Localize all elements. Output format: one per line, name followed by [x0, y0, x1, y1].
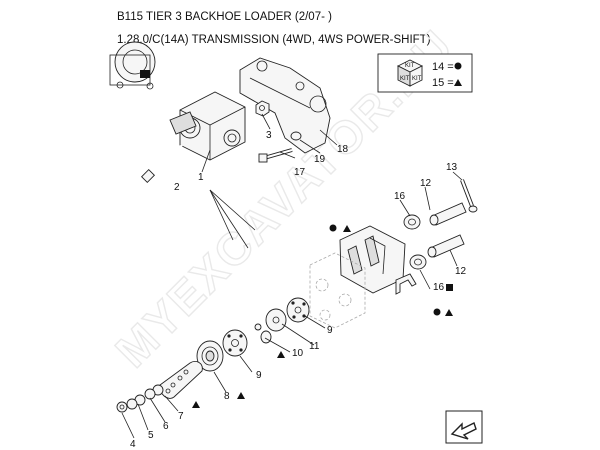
symbol-markers	[192, 224, 453, 408]
part-9-disc-upper	[286, 297, 310, 323]
part-16-bushing-lower	[409, 254, 427, 270]
callout-8: 8	[224, 391, 230, 402]
circle-marker-icon	[433, 308, 441, 316]
triangle-marker-icon	[343, 225, 351, 232]
part-9-disc-lower	[222, 329, 248, 357]
callout-11: 11	[309, 341, 320, 352]
part-8-drum	[196, 340, 224, 372]
triangle-marker-icon	[277, 351, 285, 358]
callout-labels: 1 2 3 4 5 6 7 8 9 9 10 11 12 12 13 16 16…	[130, 130, 467, 450]
housing-outline	[309, 252, 366, 329]
callout-12-lower: 12	[455, 266, 467, 277]
part-7-lever-plate	[159, 360, 203, 399]
callout-1: 1	[198, 172, 204, 183]
section-title: 1.28.0/C(14A) TRANSMISSION (4WD, 4WS POW…	[117, 34, 431, 46]
callout-13: 13	[446, 162, 458, 173]
part-10-spacer	[254, 323, 272, 344]
callout-16-lower: 16	[433, 282, 445, 293]
part-3-nut	[255, 100, 270, 117]
kit-row-15: 15 =	[432, 77, 454, 89]
kit-row-14: 14 =	[432, 61, 454, 73]
part-16-bushing-upper	[403, 214, 421, 230]
kit-legend-box: KIT KIT KIT 14 = 15 =	[377, 53, 473, 93]
callout-12-upper: 12	[420, 178, 432, 189]
part-18-bracket	[239, 57, 331, 154]
callout-9-lower: 9	[256, 370, 262, 381]
callout-3: 3	[266, 130, 272, 141]
part-4-washer	[116, 401, 128, 413]
catalog-title: B115 TIER 3 BACKHOE LOADER (2/07- )	[117, 11, 332, 23]
brake-pad-assembly	[339, 225, 406, 294]
triangle-marker-icon	[445, 309, 453, 316]
part-12-pin-lower	[427, 234, 465, 258]
part-13-bolt	[460, 179, 478, 213]
callout-9-upper: 9	[327, 325, 333, 336]
part-12-pin-upper	[429, 202, 467, 226]
callout-10: 10	[292, 348, 304, 359]
kit-tag: KIT	[405, 63, 415, 69]
square-marker-icon	[446, 284, 453, 291]
locator-thumbnail	[109, 41, 156, 90]
diagram-header: B115 TIER 3 BACKHOE LOADER (2/07- ) 1.28…	[117, 10, 431, 47]
part-6-washer	[144, 384, 164, 400]
callout-7: 7	[178, 411, 184, 422]
triangle-marker-icon	[237, 392, 245, 399]
callout-2: 2	[174, 182, 180, 193]
part-1-clamp-assembly	[169, 91, 246, 161]
part-11-disc	[265, 308, 287, 332]
circle-marker-icon	[329, 224, 337, 232]
part-2-bolt	[140, 144, 183, 184]
callout-6: 6	[163, 421, 169, 432]
part-17-bolt	[258, 148, 293, 163]
part-5-washer	[126, 394, 146, 410]
svg-text:KIT: KIT	[400, 76, 410, 82]
callout-17: 17	[294, 167, 306, 178]
part-15-clip	[395, 273, 417, 295]
leader-lines	[121, 113, 463, 439]
kit-cube-icon: KIT KIT KIT	[396, 59, 424, 87]
callout-19: 19	[314, 154, 326, 165]
callout-16-upper: 16	[394, 191, 406, 202]
triangle-symbol-icon	[454, 79, 462, 86]
callout-5: 5	[148, 430, 154, 441]
part-19-washer	[290, 131, 302, 141]
callout-18: 18	[337, 144, 349, 155]
svg-text:KIT: KIT	[412, 76, 422, 82]
triangle-marker-icon	[192, 401, 200, 408]
callout-4: 4	[130, 439, 136, 450]
circle-symbol-icon	[454, 62, 462, 70]
next-page-arrow-icon[interactable]	[445, 410, 483, 444]
